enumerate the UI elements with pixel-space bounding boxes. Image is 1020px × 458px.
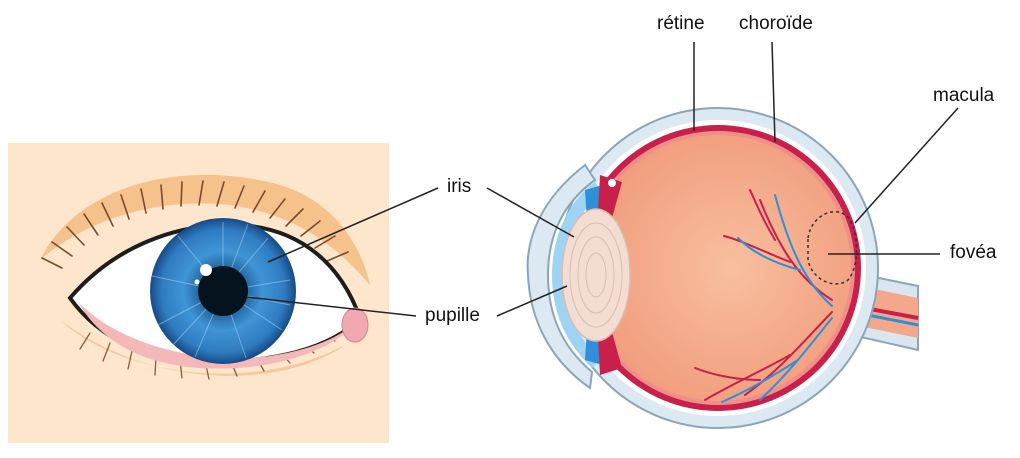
label-macula: macula <box>933 86 994 105</box>
leader-macula <box>855 108 958 223</box>
tear-caruncle <box>342 308 368 342</box>
label-retine: rétine <box>657 14 705 33</box>
eye-cross-section <box>528 108 918 428</box>
section-highlight <box>608 179 616 187</box>
lens <box>562 209 630 341</box>
label-pupille: pupille <box>425 306 480 325</box>
label-iris: iris <box>447 177 471 196</box>
pupil-highlight <box>200 264 212 276</box>
label-choroide: choroïde <box>739 14 813 33</box>
pupil-highlight-small <box>195 280 200 285</box>
label-fovea: fovéa <box>950 243 996 262</box>
external-eye-illustration <box>8 143 389 443</box>
